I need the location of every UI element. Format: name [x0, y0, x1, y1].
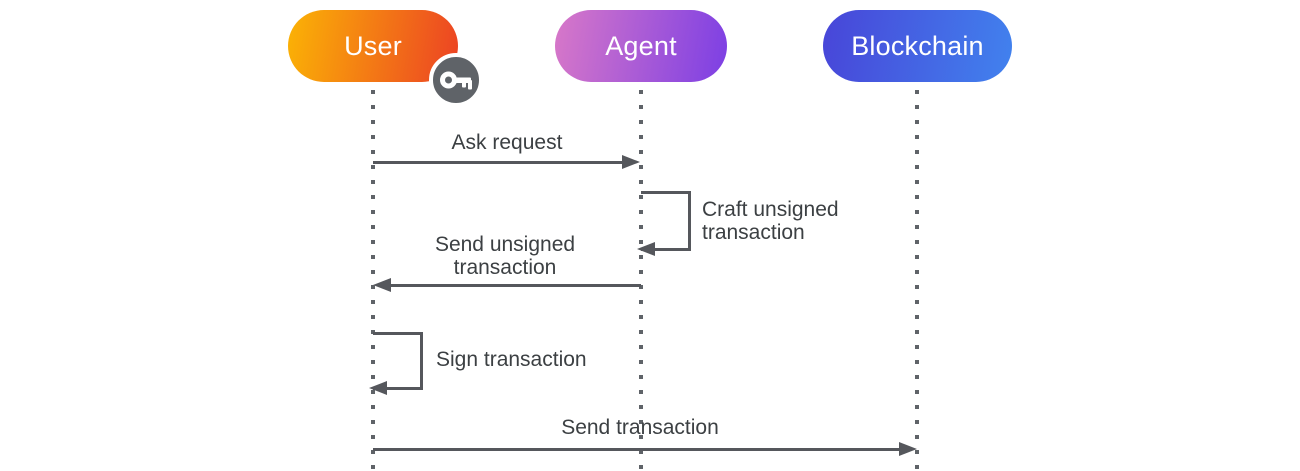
lifeline-agent	[639, 90, 643, 471]
actor-pill-blockchain: Blockchain	[823, 10, 1012, 82]
arrowhead-left-icon	[637, 242, 655, 256]
key-icon	[428, 52, 484, 108]
arrowhead-left-icon	[373, 278, 391, 292]
actor-pill-user: User	[288, 10, 458, 82]
message-arrow-send-unsigned-transaction	[391, 284, 641, 287]
arrowhead-left-icon	[369, 381, 387, 395]
actor-label: Agent	[605, 30, 677, 61]
message-arrow-send-transaction	[373, 448, 899, 451]
message-label-craft-unsigned-transaction: Craft unsigned transaction	[702, 198, 839, 244]
actor-label: Blockchain	[851, 30, 984, 61]
message-label-send-unsigned-transaction: Send unsigned transaction	[434, 233, 576, 279]
self-loop-user	[373, 332, 423, 390]
message-label-sign-transaction: Sign transaction	[436, 348, 587, 371]
actor-pill-agent: Agent	[555, 10, 727, 82]
arrowhead-right-icon	[622, 155, 640, 169]
self-loop-agent	[641, 191, 691, 251]
lifeline-blockchain	[915, 90, 919, 471]
message-label-ask-request: Ask request	[451, 131, 563, 154]
message-arrow-ask-request	[373, 161, 623, 164]
arrowhead-right-icon	[899, 442, 917, 456]
actor-label: User	[344, 30, 402, 61]
message-label-send-transaction: Send transaction	[561, 416, 719, 439]
